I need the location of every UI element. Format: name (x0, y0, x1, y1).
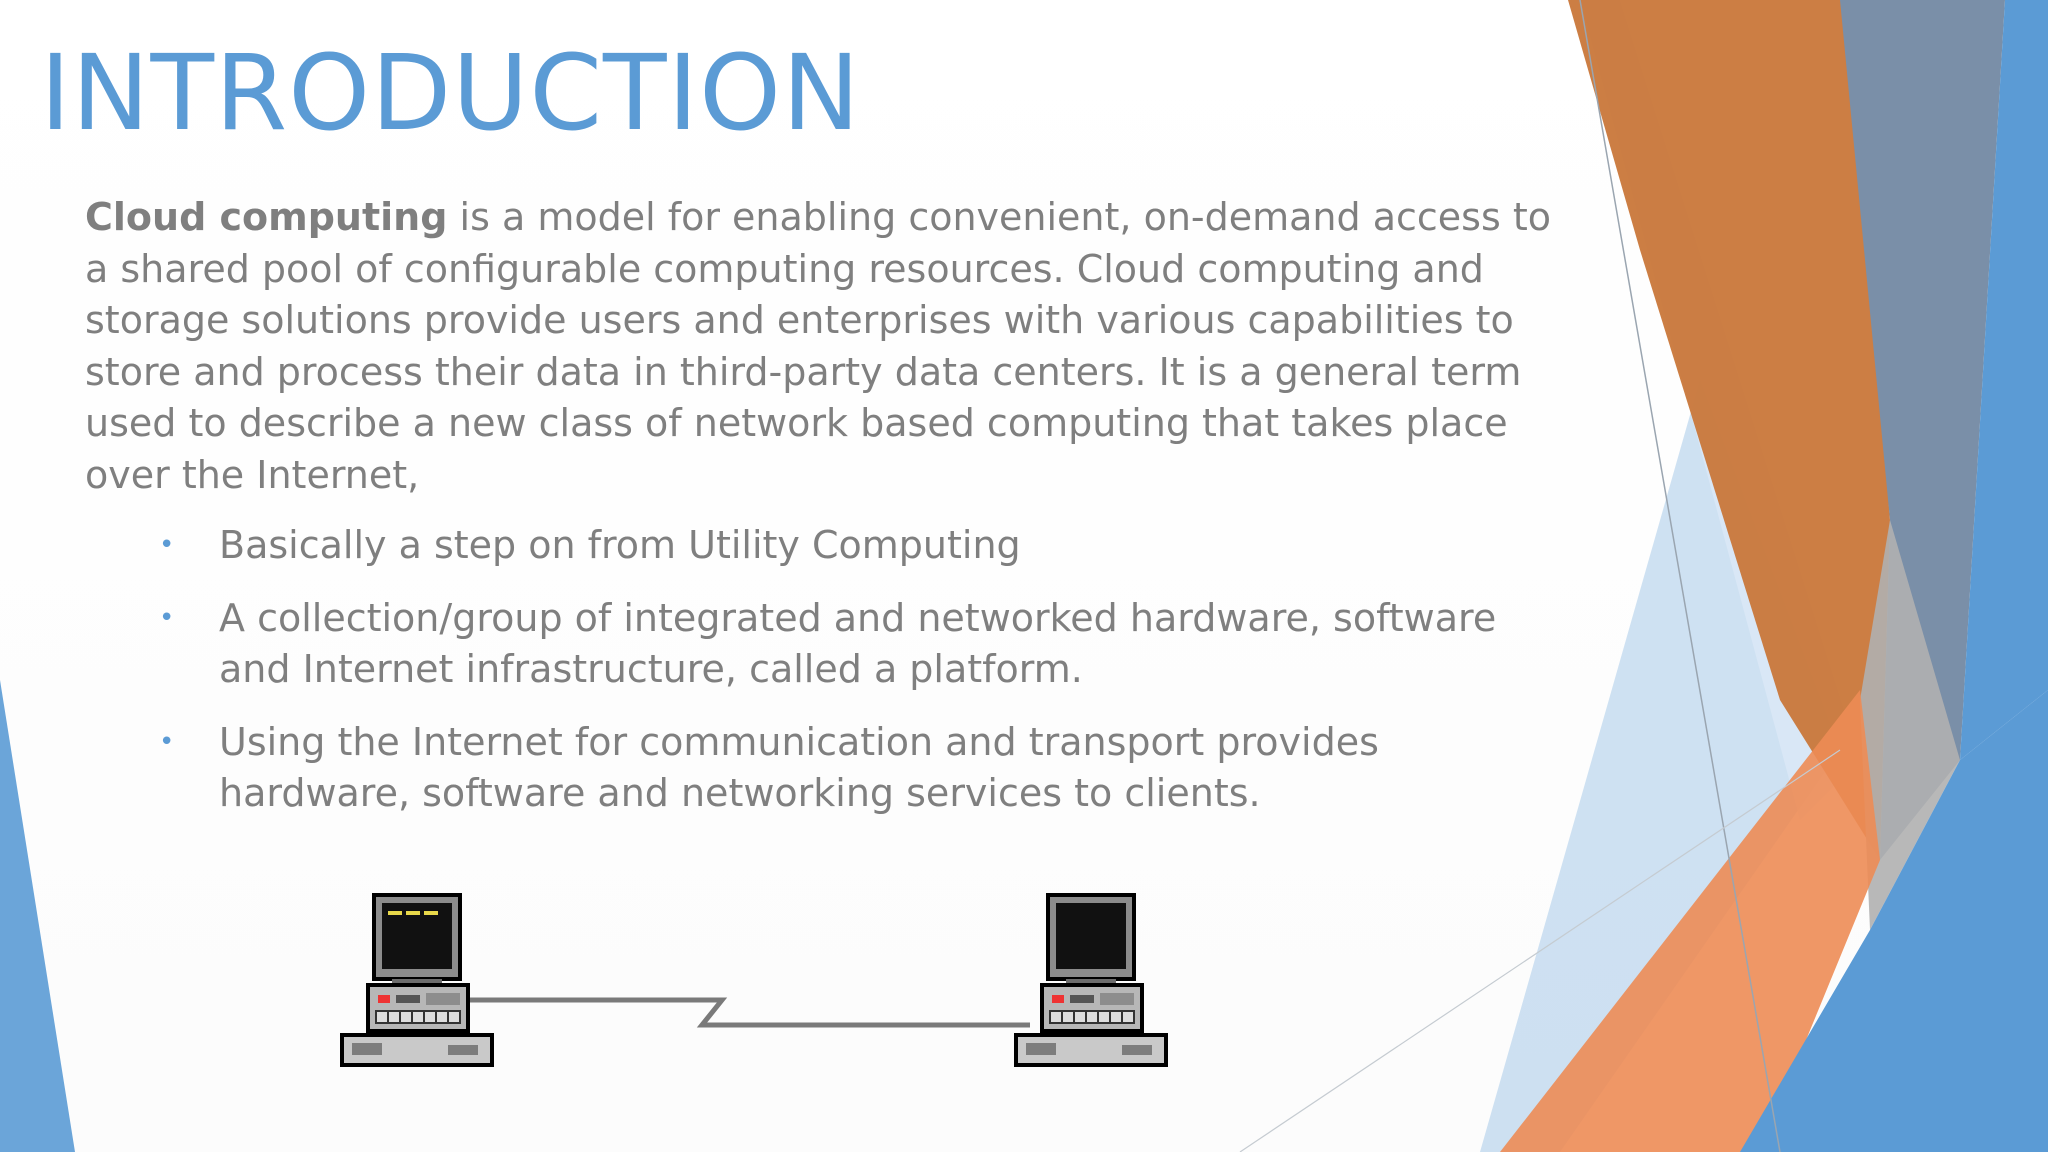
network-illustration (340, 893, 1168, 1067)
bullet-text: Using the Internet for communication and… (219, 719, 1379, 816)
bullet-item: • Using the Internet for communication an… (155, 717, 1575, 820)
bullet-text: Basically a step on from Utility Computi… (219, 523, 1021, 567)
slide-title: INTRODUCTION (40, 32, 861, 154)
gray-shape (1860, 520, 1960, 930)
blue-shape-bottom (1740, 690, 2048, 1152)
orange-shape-bottom (1500, 690, 1880, 1152)
network-cable-icon (470, 997, 1030, 1028)
lead-term: Cloud computing (85, 195, 448, 239)
bullet-item: • Basically a step on from Utility Comput… (155, 520, 1575, 572)
thin-line-2 (1239, 749, 1841, 1152)
bullet-icon: • (159, 602, 175, 633)
bullet-icon: • (159, 530, 175, 560)
bullet-item: • A collection/group of integrated and ne… (155, 593, 1575, 696)
gray-blue-shape (1840, 0, 2005, 860)
left-blue-shape (0, 680, 75, 1152)
bullet-icon: • (159, 726, 175, 757)
computer-icon (340, 893, 494, 1067)
thin-line (1579, 0, 1781, 1152)
intro-text: is a model for enabling convenient, on-d… (85, 195, 1551, 497)
bullet-text: A collection/group of integrated and net… (219, 595, 1497, 692)
right-blue-shape (1960, 0, 2048, 760)
computer-icon (1014, 893, 1168, 1067)
intro-paragraph: Cloud computing is a model for enabling … (85, 192, 1565, 501)
orange-shape-top (1568, 0, 1890, 860)
bullet-list: • Basically a step on from Utility Comput… (155, 520, 1575, 841)
